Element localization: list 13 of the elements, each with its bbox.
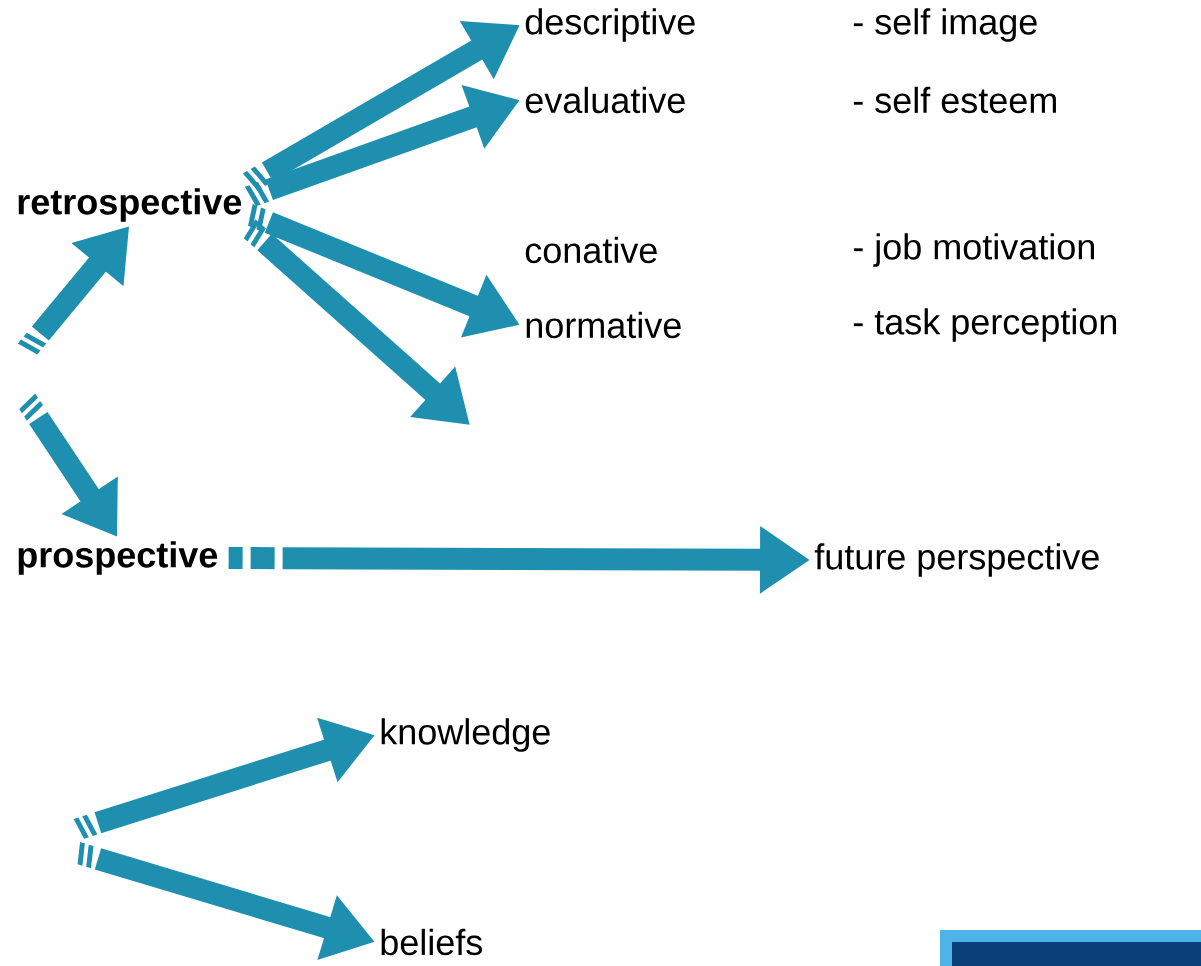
text-label: prospective: [18, 541, 218, 575]
text-label: normative: [526, 311, 681, 339]
side-text: - task perception: [853, 308, 1117, 342]
side-text: - self image: [853, 8, 1037, 42]
side-text: - self esteem: [853, 86, 1056, 114]
text-label: evaluative: [525, 86, 685, 114]
text-label: future perspective: [814, 543, 1099, 577]
text-label: retrospective: [18, 188, 242, 222]
text-label: conative: [525, 236, 657, 264]
text-label: beliefs: [381, 928, 482, 956]
text-label: descriptive: [525, 8, 695, 42]
side-text: - job motivation: [853, 233, 1094, 267]
text-label: knowledge: [381, 718, 550, 752]
